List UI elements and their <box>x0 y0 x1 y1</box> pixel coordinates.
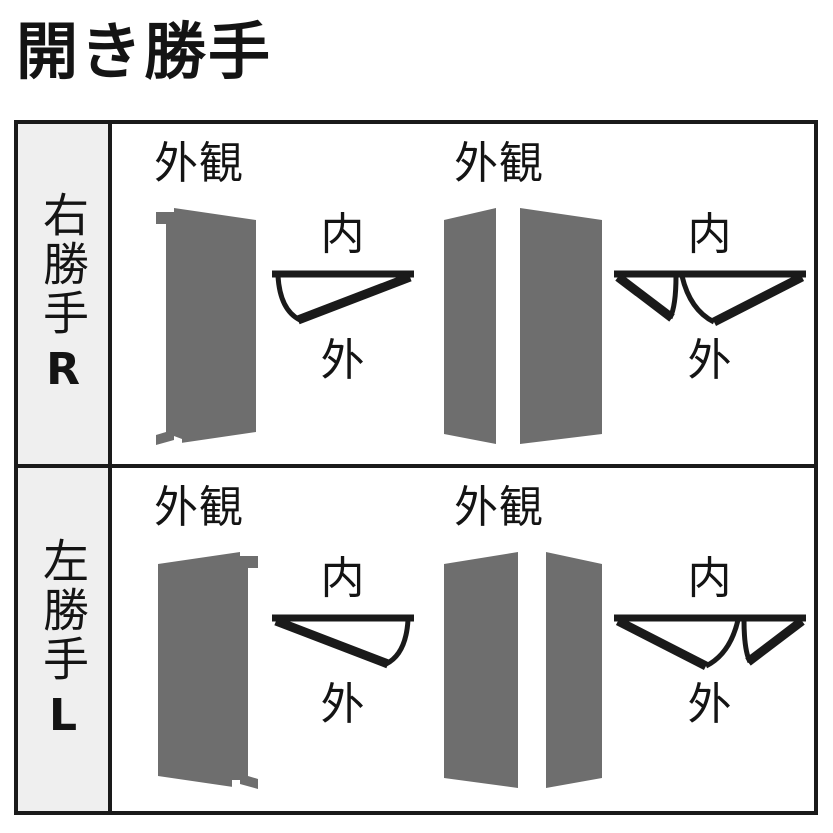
inside-label: 内 <box>687 209 733 260</box>
inside-label: 内 <box>320 209 366 260</box>
panel-single-left: 外観 内 <box>112 468 432 812</box>
swing-arc-double-left <box>610 610 810 674</box>
panel-double-right: 外観 内 <box>432 124 818 464</box>
outside-label: 外 <box>320 335 366 386</box>
inside-label: 内 <box>687 552 733 604</box>
table-row-right-hand: 右勝手 R 外観 <box>18 124 814 468</box>
swing-arc-double-right <box>610 266 810 330</box>
inside-label: 内 <box>320 552 366 604</box>
row-label-letter: L <box>48 689 78 741</box>
row-label-vertical-text: 右勝手 R <box>36 191 90 396</box>
row-content-right-hand: 外観 内 <box>112 124 814 464</box>
door-illustration-double-left <box>440 540 608 798</box>
table-row-left-hand: 左勝手 L 外観 <box>18 467 814 812</box>
swing-symbol-single-left: 内 外 <box>268 552 418 730</box>
row-label-vertical-text: 左勝手 L <box>36 536 90 742</box>
swing-symbol-double-left: 内 外 <box>610 552 810 730</box>
panel-single-right: 外観 内 <box>112 124 432 464</box>
swing-symbol-single-right: 内 外 <box>268 210 418 386</box>
row-label-kanji: 右勝手 <box>36 191 90 339</box>
row-label-kanji: 左勝手 <box>36 536 90 684</box>
panel-double-left: 外観 内 <box>432 468 818 812</box>
door-illustration-single-right <box>152 196 262 454</box>
outside-label: 外 <box>687 335 733 386</box>
exterior-view-label: 外観 <box>154 481 244 533</box>
swing-symbol-double-right: 内 外 <box>610 210 810 386</box>
page-title: 開き勝手 <box>16 15 273 88</box>
row-label-left-hand: 左勝手 L <box>18 467 112 811</box>
exterior-view-label: 外観 <box>454 138 544 189</box>
row-label-right-hand: 右勝手 R <box>18 124 112 464</box>
swing-arc-single-right <box>268 266 418 330</box>
exterior-view-label: 外観 <box>454 481 544 533</box>
swing-direction-table: 右勝手 R 外観 <box>14 120 818 815</box>
outside-label: 外 <box>687 678 733 730</box>
door-illustration-single-left <box>152 540 262 798</box>
exterior-view-label: 外観 <box>154 138 244 189</box>
outside-label: 外 <box>320 678 366 730</box>
door-illustration-double-right <box>440 196 608 454</box>
swing-arc-single-left <box>268 610 418 674</box>
row-content-left-hand: 外観 内 <box>112 468 814 812</box>
row-label-letter: R <box>46 344 80 396</box>
